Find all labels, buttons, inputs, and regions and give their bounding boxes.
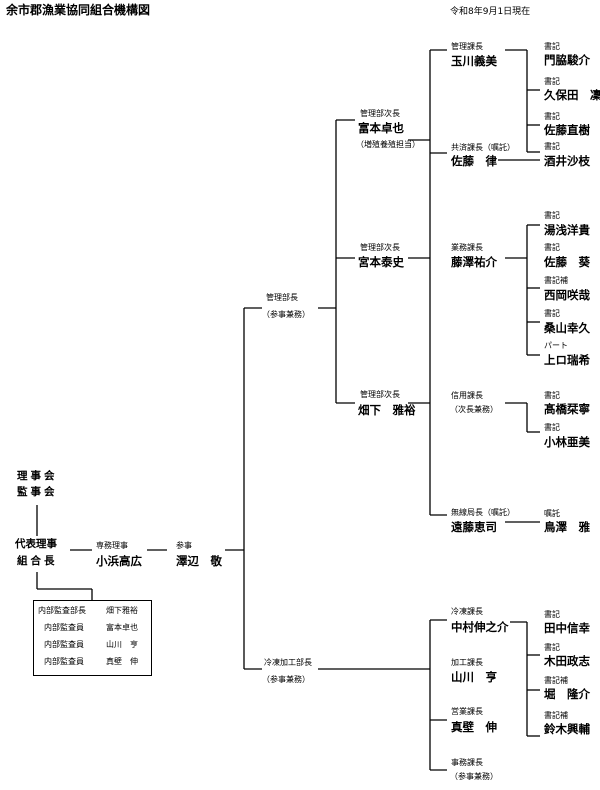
frozen-staff-role: 書記 bbox=[544, 610, 560, 619]
section-role: 共済課長（嘱託） bbox=[451, 143, 515, 152]
deputy-name: 畑下 雅裕 bbox=[358, 403, 416, 417]
frozen-section-role: 営業課長 bbox=[451, 707, 483, 716]
deputy-note: （増殖養殖担当） bbox=[356, 140, 420, 149]
audit-role: 内部監査員 bbox=[44, 623, 84, 632]
frozen-section-note: （参事兼務） bbox=[450, 772, 498, 781]
counselor-name: 澤辺 敬 bbox=[176, 554, 222, 568]
staff-name: 佐藤 葵 bbox=[544, 255, 590, 269]
frozen-staff-role: 書記補 bbox=[544, 711, 568, 720]
executive-name: 小浜高広 bbox=[96, 554, 142, 568]
section-name: 藤澤祐介 bbox=[451, 255, 497, 269]
staff-name: 鳥澤 雅 bbox=[544, 520, 590, 534]
frozen-staff-role: 書記補 bbox=[544, 676, 568, 685]
staff-name: 佐藤直樹 bbox=[544, 123, 590, 137]
section-name: 玉川義美 bbox=[451, 54, 497, 68]
frozen-dept-note: （参事兼務） bbox=[262, 675, 310, 684]
frozen-section-name: 真壁 伸 bbox=[451, 720, 497, 734]
staff-role: 書記 bbox=[544, 211, 560, 220]
frozen-staff-name: 木田政志 bbox=[544, 654, 590, 668]
staff-role: 書記 bbox=[544, 243, 560, 252]
frozen-staff-name: 堀 隆介 bbox=[544, 687, 590, 701]
president-title: 代表理事 bbox=[15, 538, 57, 550]
section-role: 業務課長 bbox=[451, 243, 483, 252]
staff-name: 西岡咲哉 bbox=[544, 288, 590, 302]
staff-name: 久保田 凜 bbox=[544, 88, 600, 102]
staff-role: 書記補 bbox=[544, 276, 568, 285]
president-role: 組合長 bbox=[17, 555, 58, 567]
staff-role: 書記 bbox=[544, 77, 560, 86]
counselor-role: 参事 bbox=[176, 541, 192, 550]
deputy-name: 宮本泰史 bbox=[358, 255, 404, 269]
executive-role: 専務理事 bbox=[96, 541, 128, 550]
staff-name: 上ロ瑞希 bbox=[544, 353, 590, 367]
staff-role: 書記 bbox=[544, 112, 560, 121]
audit-name: 山川 亨 bbox=[106, 640, 138, 649]
section-note: （次長兼務） bbox=[450, 405, 498, 414]
frozen-section-role: 加工課長 bbox=[451, 658, 483, 667]
board-label: 理事会 bbox=[17, 470, 58, 482]
frozen-section-name: 中村伸之介 bbox=[451, 620, 509, 634]
staff-name: 酒井沙枝 bbox=[544, 154, 590, 168]
deputy-name: 富本卓也 bbox=[358, 121, 404, 135]
deputy-role: 管理部次長 bbox=[360, 243, 400, 252]
staff-name: 桑山幸久 bbox=[544, 321, 590, 335]
admin-dept-note: （参事兼務） bbox=[262, 310, 310, 319]
section-name: 佐藤 律 bbox=[451, 154, 497, 168]
section-role: 管理課長 bbox=[451, 42, 483, 51]
frozen-section-role: 冷凍課長 bbox=[451, 607, 483, 616]
auditors-board-label: 監事会 bbox=[17, 486, 58, 498]
staff-role: 書記 bbox=[544, 142, 560, 151]
audit-name: 富本卓也 bbox=[106, 623, 138, 632]
staff-role: 書記 bbox=[544, 42, 560, 51]
staff-role: パート bbox=[544, 341, 568, 350]
admin-dept-role: 管理部長 bbox=[266, 293, 298, 302]
staff-role: 書記 bbox=[544, 309, 560, 318]
frozen-staff-role: 書記 bbox=[544, 643, 560, 652]
audit-name: 畑下雅裕 bbox=[106, 606, 138, 615]
chart-title: 余市郡漁業協同組合機構図 bbox=[6, 3, 151, 17]
staff-name: 湯浅洋貴 bbox=[544, 223, 590, 237]
frozen-staff-name: 田中信幸 bbox=[544, 621, 590, 635]
section-role: 信用課長 bbox=[451, 391, 483, 400]
as-of-date: 令和8年9月1日現在 bbox=[450, 7, 531, 17]
internal-audit-box: 内部監査部長 畑下雅裕 内部監査員 富本卓也 内部監査員 山川 亨 内部監査員 … bbox=[33, 600, 152, 676]
deputy-role: 管理部次長 bbox=[360, 109, 400, 118]
frozen-dept-role: 冷凍加工部長 bbox=[264, 658, 312, 667]
section-name: 遠藤恵司 bbox=[451, 520, 497, 534]
section-role: 無線局長（嘱託） bbox=[451, 508, 515, 517]
audit-role: 内部監査員 bbox=[44, 640, 84, 649]
staff-role: 嘱託 bbox=[544, 509, 560, 518]
staff-name: 髙橋栞寧 bbox=[544, 402, 590, 416]
staff-name: 門脇駿介 bbox=[544, 53, 590, 67]
deputy-role: 管理部次長 bbox=[360, 390, 400, 399]
frozen-staff-name: 鈴木興輔 bbox=[544, 722, 590, 736]
staff-role: 書記 bbox=[544, 391, 560, 400]
audit-role: 内部監査部長 bbox=[38, 606, 86, 615]
frozen-section-role: 事務課長 bbox=[451, 758, 483, 767]
audit-name: 真壁 伸 bbox=[106, 657, 138, 666]
frozen-section-name: 山川 亨 bbox=[451, 670, 497, 684]
staff-role: 書記 bbox=[544, 423, 560, 432]
staff-name: 小林亜美 bbox=[544, 435, 590, 449]
audit-role: 内部監査員 bbox=[44, 657, 84, 666]
